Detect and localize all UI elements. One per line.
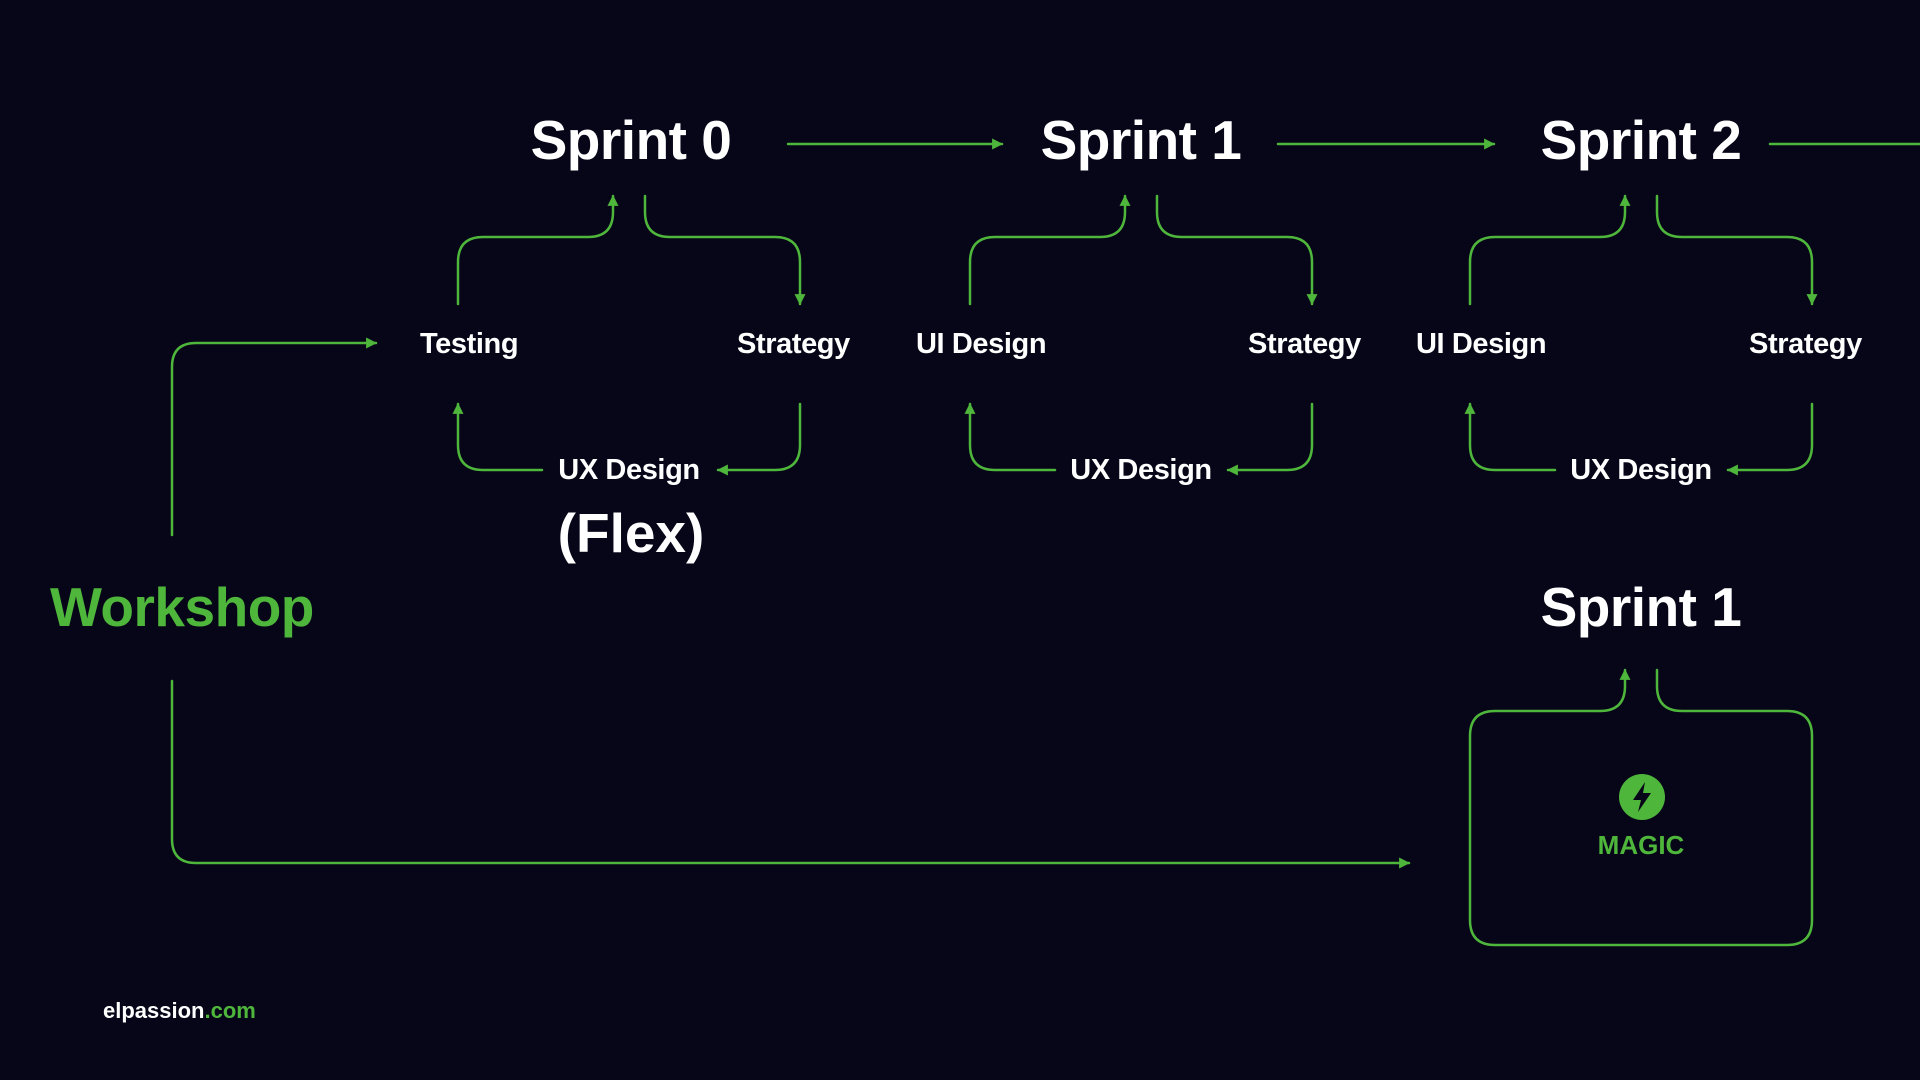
- cycle1-bottom-to-left: [964, 402, 1057, 472]
- alternate-sprint-title: Sprint 1: [1540, 576, 1742, 638]
- sprint-1-left-label: UI Design: [916, 328, 1047, 360]
- sprint-2-bottom-label: UX Design: [1570, 454, 1712, 486]
- cycle1-title-to-right: [1155, 194, 1318, 306]
- cycle2-title-to-right: [1655, 194, 1818, 306]
- cycle2-left-to-title: [1468, 194, 1631, 306]
- cycle2-right-to-bottom: [1726, 402, 1814, 476]
- workshop-to-magic-arrow: [170, 679, 1411, 869]
- sprint-0-flex-note: (Flex): [557, 502, 705, 564]
- workshop-to-testing-arrow: [170, 337, 378, 537]
- brand-domain: .com: [204, 998, 256, 1023]
- sprint-0-left-label: Testing: [420, 328, 519, 360]
- workshop-label: Workshop: [50, 576, 314, 638]
- sprint-2-right-label: Strategy: [1749, 328, 1862, 360]
- cycle1-left-to-title: [968, 194, 1131, 306]
- magic-box-right: [1468, 668, 1814, 947]
- cycle0-bottom-to-left: [452, 402, 544, 472]
- magic-label: MAGIC: [1597, 830, 1685, 860]
- sprint-0-title: Sprint 0: [530, 109, 732, 171]
- brand-name: elpassion: [103, 998, 205, 1023]
- sprint-1-right-label: Strategy: [1248, 328, 1361, 360]
- sprint-1-title: Sprint 1: [1040, 109, 1242, 171]
- cycle1-right-to-bottom: [1226, 402, 1314, 476]
- magic-box-outline: [1598, 668, 1631, 713]
- cycle0-right-to-bottom: [716, 402, 802, 476]
- sprint-0-right-label: Strategy: [737, 328, 850, 360]
- sprint-2-left-label: UI Design: [1416, 328, 1547, 360]
- cycle0-title-to-right: [643, 194, 806, 306]
- lightning-bolt-icon: [1619, 774, 1665, 820]
- cycle0-left-to-title: [456, 194, 619, 306]
- cycle2-bottom-to-left: [1464, 402, 1557, 472]
- sprint-0-bottom-label: UX Design: [558, 454, 700, 486]
- footer-brand[interactable]: elpassion.com: [103, 1000, 256, 1022]
- sprint-1-bottom-label: UX Design: [1070, 454, 1212, 486]
- sprint-2-title: Sprint 2: [1540, 109, 1742, 171]
